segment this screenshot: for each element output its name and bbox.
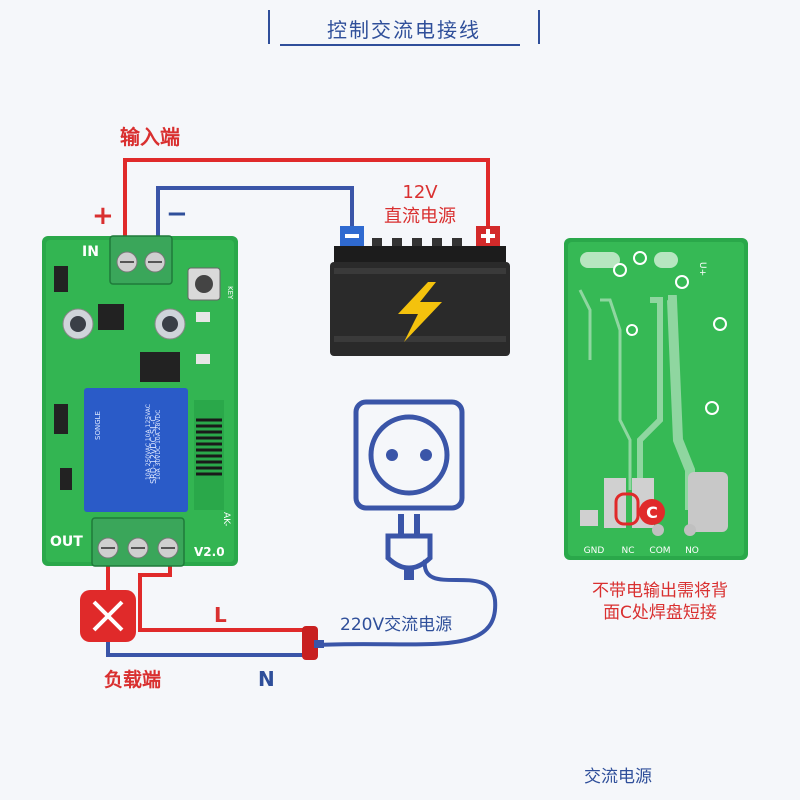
- relay-brand: SONGLE: [94, 411, 102, 440]
- dc-positive-wire: [123, 158, 490, 240]
- version-label: V2.0: [194, 545, 225, 559]
- plug-cable: [317, 559, 498, 647]
- load-lamp: [80, 590, 136, 642]
- relay-model: SRD-12VDC-SL-C: [149, 416, 158, 484]
- dc-voltage-label: 12V: [402, 182, 438, 203]
- dc-battery: [330, 226, 510, 356]
- footer-label: 交流电源: [584, 767, 652, 787]
- pin-gnd: GND: [584, 546, 605, 556]
- relay-spec-2: 10A 30VDC 10A 28VDC: [155, 410, 162, 480]
- c-pad-highlight: [614, 492, 640, 526]
- c-marker-badge: [639, 499, 665, 525]
- ic-chip: [140, 352, 180, 382]
- load-live-wire: [138, 560, 305, 632]
- title-frame: [268, 10, 540, 44]
- pin-nc: NC: [621, 546, 634, 556]
- relay-board-back: C GND NC COM NO U+: [564, 238, 748, 560]
- relay: [84, 388, 188, 512]
- dc-negative-wire: [156, 186, 354, 240]
- relay-board-front: SRD-12VDC-SL-C SONGLE 10A 250VAC 10A 125…: [42, 235, 238, 567]
- live-label: L: [214, 603, 227, 627]
- dc-source-label: 直流电源: [384, 206, 456, 227]
- page-title: 控制交流电接线: [327, 18, 481, 42]
- antenna-coil: [194, 400, 224, 510]
- pin-com: COM: [649, 546, 670, 556]
- c-marker-label: C: [646, 503, 658, 522]
- ak-label: AK-: [221, 512, 231, 526]
- lightning-icon: [398, 282, 442, 342]
- in-label: IN: [82, 244, 99, 260]
- back-caption: 不带电输出需将背 面C处焊盘短接: [560, 580, 760, 624]
- pin-no: NO: [685, 546, 699, 556]
- back-top-label: U+: [697, 262, 707, 276]
- key-label: KEY: [226, 286, 234, 300]
- cable-joint: [302, 626, 318, 660]
- load-label: 负载端: [104, 668, 161, 691]
- plus-label: +: [92, 201, 114, 231]
- neutral-wire: [106, 640, 305, 657]
- ac-source-label: 220V交流电源: [340, 615, 452, 635]
- relay-spec-1: 10A 250VAC 10A 125VAC: [145, 404, 152, 480]
- power-socket-icon: [353, 399, 465, 511]
- caption-line-2: 面C处焊盘短接: [603, 603, 717, 623]
- title-underline: [280, 44, 520, 46]
- out-label: OUT: [50, 534, 83, 550]
- caption-line-1: 不带电输出需将背: [592, 581, 728, 601]
- minus-label: −: [166, 199, 188, 229]
- neutral-label: N: [258, 667, 275, 691]
- power-plug-icon: [385, 514, 433, 580]
- input-label: 输入端: [120, 125, 180, 149]
- regulator-chip: [98, 304, 124, 330]
